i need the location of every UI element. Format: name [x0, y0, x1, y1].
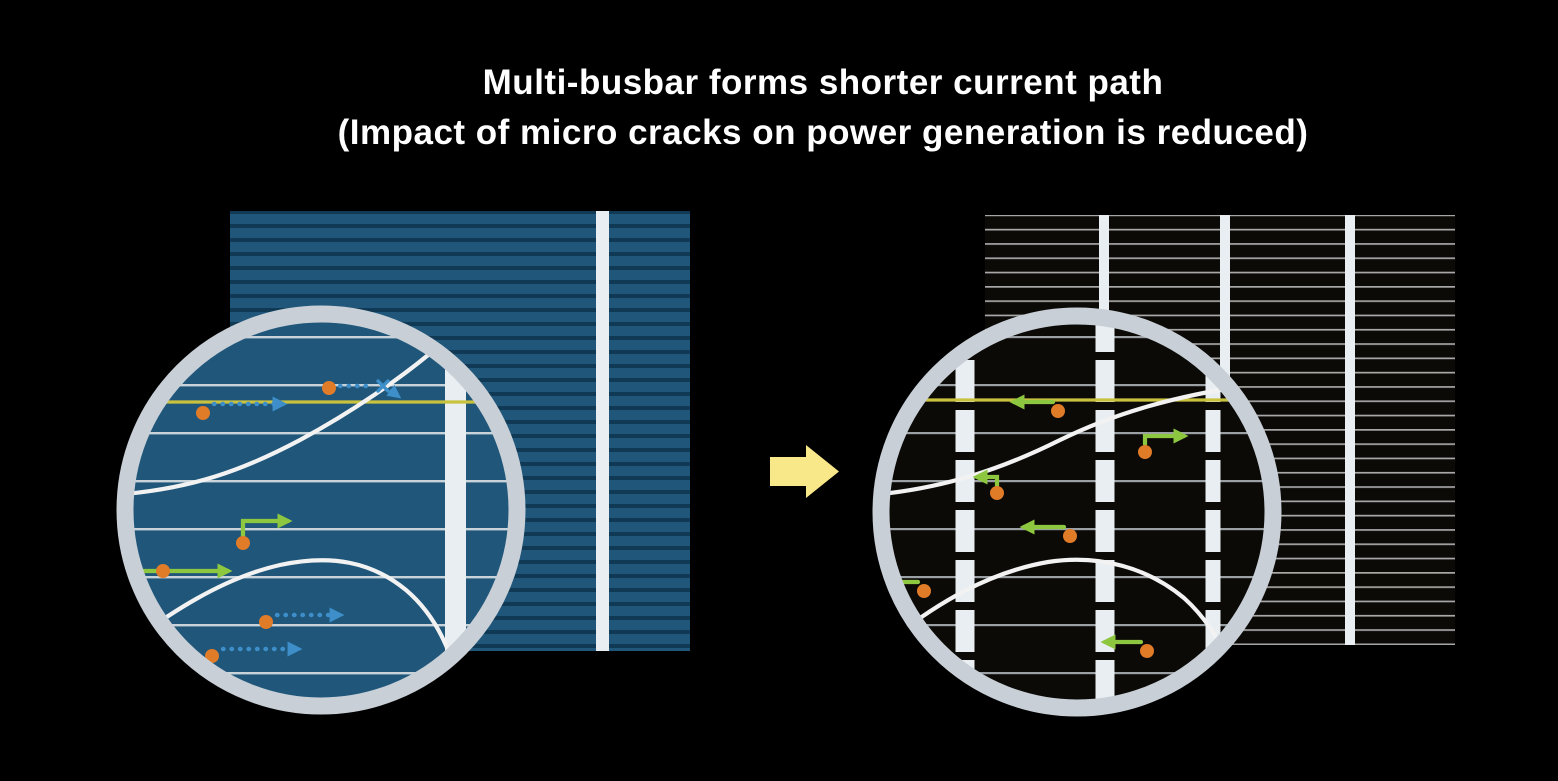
- current-origin-dot: [322, 381, 336, 395]
- current-origin-dot: [259, 615, 273, 629]
- long-current-path-arrow: [386, 384, 402, 399]
- current-origin-dot: [1140, 644, 1154, 658]
- current-origin-dots: [917, 404, 1154, 658]
- crack-line: [881, 382, 1253, 497]
- zoomed-busbar: [445, 314, 466, 706]
- short-current-path-arrow: [240, 513, 293, 541]
- current-origin-dot: [196, 406, 210, 420]
- current-origin-dots: [156, 381, 336, 663]
- current-origin-dot: [1138, 445, 1152, 459]
- diagram-title: Multi-busbar forms shorter current path …: [44, 58, 1558, 158]
- current-origin-dot: [236, 536, 250, 550]
- crack-line: [125, 558, 454, 661]
- current-origin-dot: [156, 564, 170, 578]
- title-line-2: (Impact of micro cracks on power generat…: [337, 113, 1309, 152]
- current-origin-dot: [1051, 404, 1065, 418]
- multi-busbar-line: [1345, 215, 1355, 645]
- left-magnifier: [116, 305, 526, 715]
- short-current-path-arrow: [1142, 428, 1189, 447]
- current-origin-dot: [1063, 529, 1077, 543]
- transition-arrow-icon: [770, 445, 839, 498]
- title-line-1: Multi-busbar forms shorter current path: [482, 63, 1164, 102]
- crack-line: [885, 557, 1231, 665]
- right-magnifier-ring: [872, 307, 1282, 717]
- current-origin-dot: [205, 649, 219, 663]
- conventional-cell-busbar: [596, 211, 609, 651]
- current-origin-dot: [917, 584, 931, 598]
- short-current-path-arrow: [972, 469, 1000, 489]
- left-magnifier-ring: [116, 305, 526, 715]
- right-magnifier: [872, 307, 1282, 717]
- current-origin-dot: [990, 486, 1004, 500]
